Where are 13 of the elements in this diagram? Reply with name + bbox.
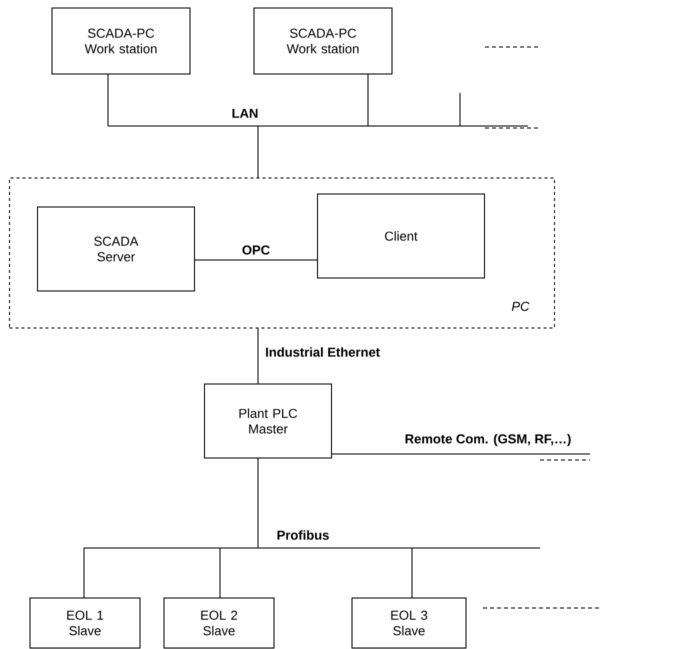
device-box: SCADA-PC Work station — [254, 8, 392, 74]
bus-line: LAN — [108, 108, 528, 126]
device-box: EOL 1 Slave — [30, 598, 140, 648]
edge-label: Remote Com. (GSM, RF,…) — [406, 434, 571, 446]
device-box: Client — [317, 194, 485, 278]
edge-label: Industrial Ethernet — [266, 347, 380, 357]
device-box: SCADA Server — [37, 206, 195, 292]
device-box: SCADA-PC Work station — [52, 8, 190, 74]
device-box: EOL 3 Slave — [352, 598, 466, 648]
edge-label: OPC — [242, 245, 270, 255]
device-box: Plant PLC Master — [204, 384, 332, 458]
bus-line: Profibus — [84, 530, 538, 548]
device-box: EOL 2 Slave — [164, 598, 274, 648]
